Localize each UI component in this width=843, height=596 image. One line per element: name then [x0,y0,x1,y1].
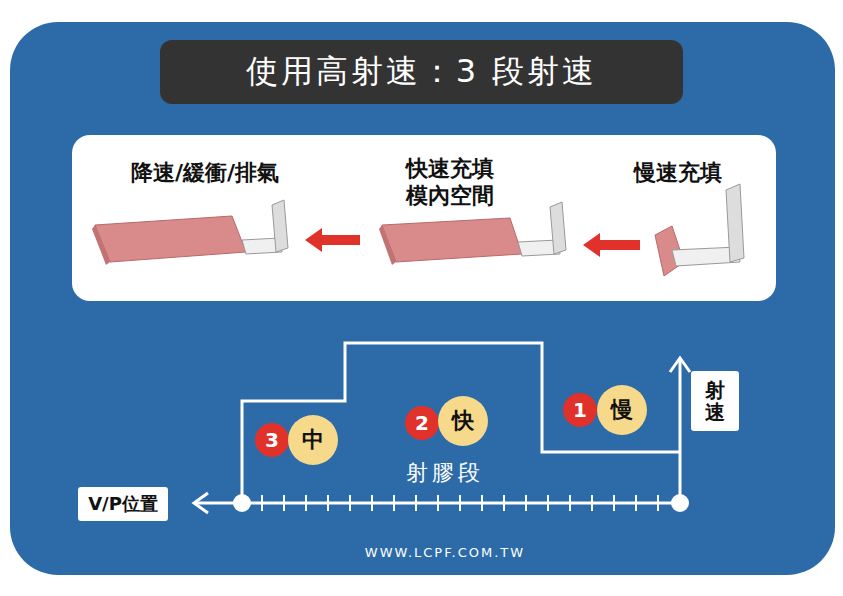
axis-dot [233,494,251,512]
mold-stage-2 [379,202,566,265]
axis-tick [657,495,659,511]
axis-tick [547,495,549,511]
red-arrow [305,228,360,252]
node-text: V/P位置 [88,493,158,515]
mold-stage-1 [655,184,744,276]
axis-tick [503,495,505,511]
stage-label: 降速/緩衝/排氣 [131,159,279,187]
step-number: 2 [405,406,439,440]
white-panel [72,135,776,301]
node-text: 射速 [705,379,725,423]
axis-ticks [262,495,658,511]
axis-arrowhead [670,358,690,372]
step-number: 1 [563,393,597,427]
axis-tick [415,495,417,511]
axis-tick [371,495,373,511]
axis-label-box: 射速 [691,371,739,431]
axis-tick [613,495,615,511]
axis-tick [261,495,263,511]
watermark: WWW.LCPF.COM.TW [365,545,525,561]
axis-label: 射膠段 [406,459,484,487]
stage-label: 快速充填 模內空間 [403,155,498,210]
title-bar [160,40,683,104]
axis-tick [591,495,593,511]
node-text: 中 [302,427,324,453]
axis-arrowhead [194,493,208,513]
axis-dot [671,494,689,512]
node-text: 2 [415,411,429,435]
axis-tick [349,495,351,511]
axis-tick [459,495,461,511]
axis-tick [569,495,571,511]
axis-tick [525,495,527,511]
axis-label-box: V/P位置 [78,487,168,521]
axis-tick [327,495,329,511]
axis-tick [393,495,395,511]
node-text: 快 [452,408,474,434]
speed-circle: 慢 [597,385,647,435]
speed-axis [679,360,682,503]
title: 使用高射速：3 段射速 [246,50,598,94]
mold-stage-3 [92,200,288,265]
step-number: 3 [255,423,289,457]
red-arrow [583,233,640,257]
axis-tick [481,495,483,511]
blue-panel [10,22,835,575]
node-text: 慢 [611,397,633,423]
axis-tick [283,495,285,511]
axis-tick [305,495,307,511]
speed-circle: 快 [438,396,488,446]
axis-tick [437,495,439,511]
node-text: 1 [573,398,587,422]
stage-label: 慢速充填 [634,159,722,187]
node-text: 3 [265,428,279,452]
speed-profile [242,343,680,503]
speed-circle: 中 [288,415,338,465]
axis-tick [635,495,637,511]
